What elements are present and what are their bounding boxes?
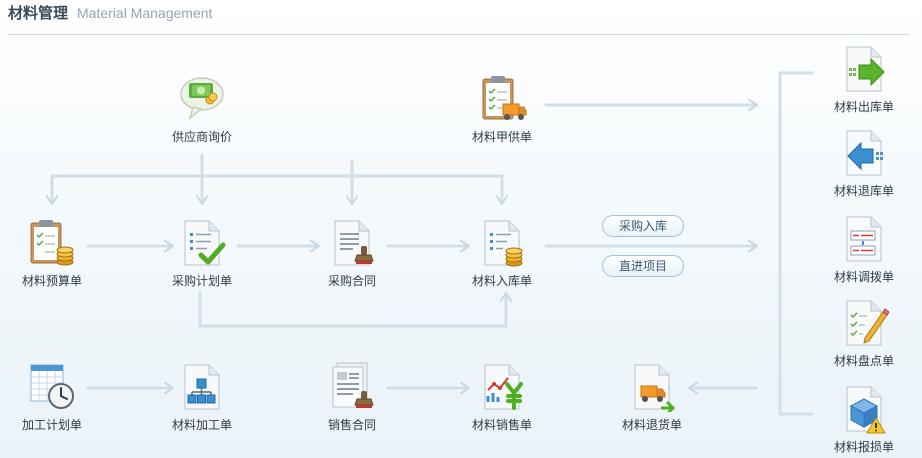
speech-bubble-money-icon	[180, 77, 224, 121]
node-label: 材料调拨单	[833, 270, 894, 284]
page-title: 材料管理	[8, 4, 69, 22]
node-label: 销售合同	[327, 418, 376, 432]
document-yen-chart-icon	[484, 364, 523, 410]
page-subtitle: Material Management	[77, 5, 213, 21]
document-arrow-right-icon	[846, 46, 885, 92]
document-org-chart-icon	[184, 364, 220, 410]
document-arrow-left-icon	[846, 130, 883, 176]
clipboard-coins-icon	[30, 220, 74, 266]
node-label: 材料退库单	[833, 184, 894, 198]
clipboard-truck-icon	[482, 76, 527, 120]
document-stamp-icon	[334, 220, 374, 266]
node-stock-in[interactable]: 材料入库单	[452, 218, 552, 289]
node-stock-out[interactable]: 材料出库单	[814, 44, 914, 115]
node-label: 材料报损单	[833, 440, 894, 454]
node-purchase-plan[interactable]: 采购计划单	[152, 218, 252, 289]
node-label: 供应商询价	[171, 130, 232, 144]
header-divider	[8, 34, 910, 35]
right-bracket	[778, 71, 814, 416]
node-label: 材料预算单	[21, 274, 82, 288]
page-header: 材料管理 Material Management	[8, 2, 212, 24]
node-label: 采购计划单	[171, 274, 232, 288]
node-damage[interactable]: 材料报损单	[814, 384, 914, 455]
documents-stamp-icon	[332, 362, 374, 408]
node-label: 材料出库单	[833, 100, 894, 114]
document-box-warning-icon	[846, 386, 886, 434]
document-checkmark-icon	[184, 220, 226, 266]
node-label: 材料退货单	[621, 418, 682, 432]
node-sales-order[interactable]: 材料销售单	[452, 362, 552, 433]
node-purchase-contract[interactable]: 采购合同	[302, 218, 402, 289]
purchase-in-button[interactable]: 采购入库	[602, 215, 684, 237]
node-sales-contract[interactable]: 销售合同	[302, 362, 402, 433]
node-label: 材料加工单	[171, 418, 232, 432]
node-processing-order[interactable]: 材料加工单	[152, 362, 252, 433]
node-return-goods[interactable]: 材料退货单	[602, 362, 702, 433]
node-owner-supply[interactable]: 材料甲供单	[452, 74, 552, 145]
node-inventory[interactable]: 材料盘点单	[814, 298, 914, 369]
document-pencil-icon	[846, 300, 889, 346]
node-budget[interactable]: 材料预算单	[2, 218, 102, 289]
node-processing-plan[interactable]: 加工计划单	[2, 362, 102, 433]
node-label: 材料销售单	[471, 418, 532, 432]
document-transfer-icon	[846, 216, 882, 262]
calendar-clock-icon	[30, 364, 74, 409]
node-label: 采购合同	[327, 274, 376, 288]
document-coins-icon	[484, 220, 523, 267]
node-supplier-inquiry[interactable]: 供应商询价	[152, 74, 252, 145]
node-stock-return[interactable]: 材料退库单	[814, 128, 914, 199]
node-label: 材料入库单	[471, 274, 532, 288]
node-label: 材料甲供单	[471, 130, 532, 144]
node-transfer[interactable]: 材料调拨单	[814, 214, 914, 285]
document-truck-icon	[634, 364, 676, 412]
node-label: 材料盘点单	[833, 354, 894, 368]
arrow-plan-bypass	[198, 290, 506, 328]
direct-project-button[interactable]: 直进项目	[602, 255, 684, 277]
node-label: 加工计划单	[21, 418, 82, 432]
